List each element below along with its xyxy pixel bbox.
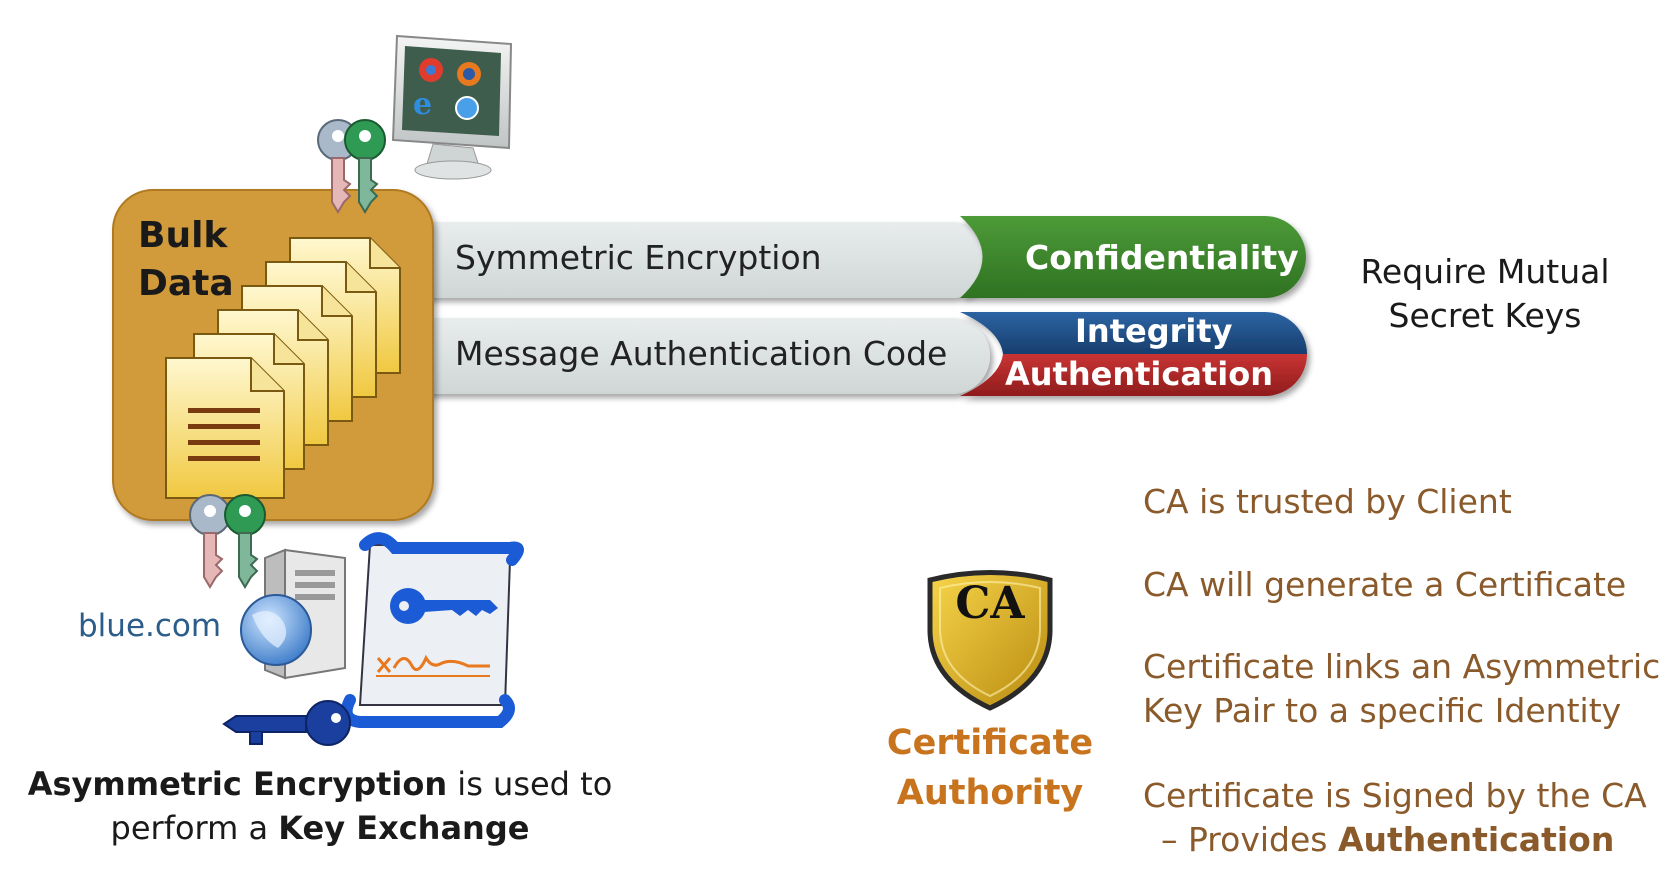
- mac-pill: [380, 318, 990, 394]
- fact-signed-bold: Authentication: [1337, 820, 1615, 859]
- confidentiality-cap: [960, 216, 1306, 298]
- bulk-data-line2: Data: [138, 263, 234, 304]
- fact-signed-line1: Certificate is Signed by the CA: [1143, 776, 1647, 815]
- fact-links-line2: Key Pair to a specific Identity: [1143, 691, 1622, 730]
- symmetric-encryption-label: Symmetric Encryption: [455, 238, 822, 277]
- confidentiality-label: Confidentiality: [1025, 238, 1299, 277]
- certificate-authority-label: Certificate Authority: [870, 718, 1110, 818]
- mac-label: Message Authentication Code: [455, 334, 948, 373]
- require-keys-note: Require Mutual Secret Keys: [1345, 250, 1625, 338]
- fact-links-line1: Certificate links an Asymmetric: [1143, 647, 1661, 686]
- fact-signed: Certificate is Signed by the CA – Provid…: [1143, 774, 1647, 862]
- caption-bold-key-exchange: Key Exchange: [278, 809, 530, 847]
- bulk-data-line1: Bulk: [138, 215, 228, 256]
- caption-text1: is used to: [447, 765, 613, 803]
- caption-bold-asymmetric: Asymmetric Encryption: [27, 765, 448, 803]
- svg-text:e: e: [413, 87, 432, 122]
- globe-icon: [240, 594, 312, 666]
- key-exchange-caption: Asymmetric Encryption is used to perform…: [20, 762, 620, 850]
- integrity-authentication-cap: [960, 312, 1307, 396]
- server-domain: blue.com: [78, 608, 222, 644]
- fact-links: Certificate links an Asymmetric Key Pair…: [1143, 645, 1660, 733]
- browser-monitor-icon: e: [391, 34, 513, 180]
- bottom-keys-icon: [189, 494, 266, 589]
- fact-signed-prefix: – Provides: [1161, 820, 1338, 859]
- fact-trusted: CA is trusted by Client: [1143, 482, 1512, 521]
- ca-label-line1: Certificate: [886, 723, 1094, 763]
- ca-badge-text: CA: [955, 578, 1025, 629]
- certificate-scroll-icon: [340, 532, 524, 728]
- bulk-data-label: Bulk Data: [138, 212, 234, 308]
- integrity-label: Integrity: [1075, 312, 1233, 350]
- require-keys-line2: Secret Keys: [1388, 296, 1582, 335]
- caption-text2: perform a: [110, 809, 279, 847]
- symmetric-pill: [380, 222, 990, 298]
- blue-key-icon: [222, 700, 351, 746]
- fact-generate: CA will generate a Certificate: [1143, 565, 1627, 604]
- ca-label-line2: Authority: [896, 773, 1084, 813]
- require-keys-line1: Require Mutual: [1360, 252, 1610, 291]
- ca-shield-icon: [927, 570, 1053, 711]
- authentication-label: Authentication: [1005, 355, 1273, 393]
- documents-stack-icon: [165, 237, 401, 499]
- top-keys-icon: [317, 119, 386, 214]
